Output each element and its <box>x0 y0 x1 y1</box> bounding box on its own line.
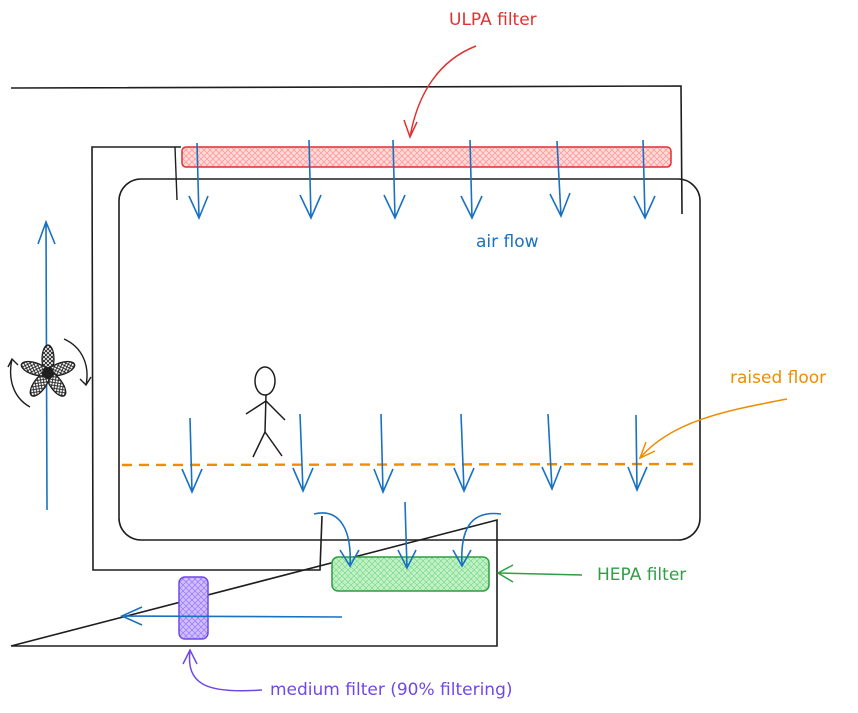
lower-airflow-arrows <box>181 413 648 495</box>
ulpa-pointer-arrow <box>403 45 477 139</box>
air-arrow-9 <box>373 413 394 495</box>
air-arrow-12 <box>627 414 648 493</box>
curved-arrow-left <box>313 512 360 568</box>
hepa-filter-label: HEPA filter <box>597 565 686 585</box>
medium-filter <box>178 576 209 640</box>
raised-floor-pointer-arrow <box>638 398 788 460</box>
air-flow-label: air flow <box>476 232 539 252</box>
return-duct-wall <box>91 146 323 571</box>
air-arrow-7 <box>181 417 203 495</box>
air-arrow-4 <box>460 139 483 220</box>
outer-housing <box>10 85 683 647</box>
ulpa-filter <box>181 146 672 168</box>
straight-arrow-mid <box>397 501 417 570</box>
raised-floor-label: raised floor <box>730 368 826 388</box>
air-arrow-8 <box>292 413 314 494</box>
hepa-pointer-arrow <box>496 564 583 583</box>
air-arrow-11 <box>541 413 562 492</box>
air-arrow-10 <box>453 413 475 494</box>
bottom-return-arrow <box>120 606 343 626</box>
top-airflow-arrows <box>188 139 656 221</box>
air-arrow-2 <box>299 139 322 220</box>
hepa-filter <box>331 556 490 592</box>
curved-arrow-right <box>452 512 502 568</box>
cleanroom-chamber <box>118 178 701 541</box>
air-arrow-6 <box>633 139 656 220</box>
raised-floor-line <box>121 462 694 467</box>
duct-divider <box>174 146 178 201</box>
air-arrow-3 <box>383 139 406 220</box>
person-icon <box>245 366 286 458</box>
air-arrow-1 <box>188 142 209 221</box>
fan-icon <box>7 338 92 408</box>
medium-filter-label: medium filter (90% filtering) <box>270 680 513 700</box>
hepa-inflow-arrows <box>313 501 502 570</box>
ulpa-filter-label: ULPA filter <box>449 10 537 30</box>
air-arrow-5 <box>549 140 571 218</box>
medium-pointer-arrow <box>182 648 263 692</box>
